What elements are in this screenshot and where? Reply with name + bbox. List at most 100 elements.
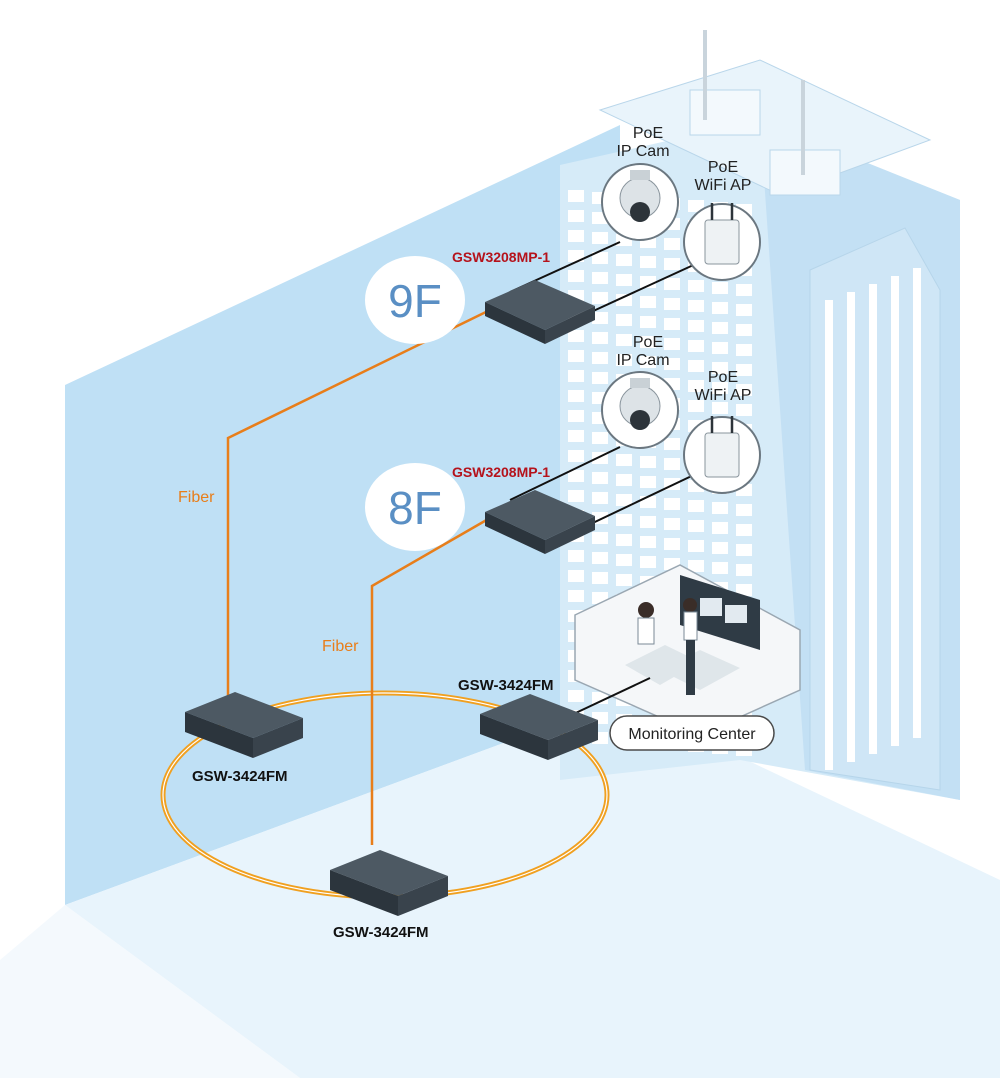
building-window xyxy=(592,312,608,324)
fiber-label-1: Fiber xyxy=(178,489,215,506)
building-window xyxy=(664,498,680,510)
switch-gsw3424fm-right xyxy=(480,694,598,760)
building-window xyxy=(712,542,728,554)
building-window xyxy=(616,494,632,506)
building-window xyxy=(736,304,752,316)
building-window xyxy=(568,390,584,402)
building-window xyxy=(688,340,704,352)
building-window xyxy=(736,344,752,356)
building-window xyxy=(568,270,584,282)
building-window xyxy=(664,538,680,550)
building-window xyxy=(568,430,584,442)
building-window xyxy=(736,404,752,416)
building-window xyxy=(592,272,608,284)
switch-8f-label: GSW3208MP-1 xyxy=(452,464,550,480)
building-window xyxy=(640,556,656,568)
building-window xyxy=(712,362,728,374)
ap-9f-label-line1: PoE xyxy=(708,159,738,176)
building-window xyxy=(616,454,632,466)
building-window xyxy=(688,320,704,332)
building-window xyxy=(640,456,656,468)
ring-switch-left-label: GSW-3424FM xyxy=(192,768,288,785)
building-window xyxy=(640,516,656,528)
cam-8f-label-line1: PoE xyxy=(633,334,663,351)
building-window xyxy=(640,316,656,328)
building-window xyxy=(664,278,680,290)
floor-badge-9f: 9F xyxy=(365,256,465,344)
building-window xyxy=(688,520,704,532)
building-window xyxy=(688,280,704,292)
building-window xyxy=(592,352,608,364)
switch-9f-label: GSW3208MP-1 xyxy=(452,249,550,265)
building-window xyxy=(640,356,656,368)
building-pillar xyxy=(869,284,877,754)
cam-9f-label-line2: IP Cam xyxy=(616,143,669,160)
building-window xyxy=(712,342,728,354)
building-window xyxy=(592,252,608,264)
building-window xyxy=(736,364,752,376)
building-window xyxy=(616,294,632,306)
building-window xyxy=(688,500,704,512)
ap-8f-label-line1: PoE xyxy=(708,369,738,386)
switch-gsw3424fm-bottom xyxy=(330,850,448,916)
building-window xyxy=(712,402,728,414)
ap-8f-label-line2: WiFi AP xyxy=(695,387,752,404)
building-window xyxy=(664,458,680,470)
building-window xyxy=(616,534,632,546)
building-pillar xyxy=(847,292,855,762)
cam-8f-label-line2: IP Cam xyxy=(616,352,669,369)
cam-9f-label-line1: PoE xyxy=(633,125,663,142)
building-window xyxy=(664,358,680,370)
building-window xyxy=(688,300,704,312)
wifi-ap-8f xyxy=(683,416,761,494)
building-window xyxy=(568,590,584,602)
building-window xyxy=(664,258,680,270)
wifi-ap-9f xyxy=(683,203,761,281)
building-window xyxy=(592,232,608,244)
ring-switch-bottom-label: GSW-3424FM xyxy=(333,924,429,941)
building-window xyxy=(568,690,584,702)
building-window xyxy=(568,450,584,462)
building-window xyxy=(736,324,752,336)
building-window xyxy=(592,532,608,544)
floor-badge-8f: 8F xyxy=(365,463,465,551)
building-pillar xyxy=(891,276,899,746)
building-window xyxy=(736,504,752,516)
building-window xyxy=(664,318,680,330)
building-window xyxy=(712,562,728,574)
building-window xyxy=(688,400,704,412)
building-window xyxy=(688,380,704,392)
monitoring-center-label: Monitoring Center xyxy=(628,726,756,743)
monitoring-room xyxy=(574,564,801,736)
building-window xyxy=(736,564,752,576)
building-window xyxy=(616,574,632,586)
building-window xyxy=(592,572,608,584)
building-window xyxy=(736,284,752,296)
building-window xyxy=(616,514,632,526)
building-window xyxy=(688,540,704,552)
fiber-links xyxy=(226,308,491,845)
building-window xyxy=(568,550,584,562)
building-window xyxy=(712,322,728,334)
building-window xyxy=(568,490,584,502)
building-window xyxy=(568,210,584,222)
building-window xyxy=(616,254,632,266)
building-window xyxy=(664,298,680,310)
building-window xyxy=(640,256,656,268)
ethernet-links xyxy=(509,241,701,719)
building-window xyxy=(568,410,584,422)
building-window xyxy=(568,470,584,482)
building-window xyxy=(568,350,584,362)
building-window xyxy=(688,360,704,372)
building-window xyxy=(736,524,752,536)
building-window xyxy=(640,536,656,548)
building-window xyxy=(592,472,608,484)
building-window xyxy=(736,584,752,596)
switch-gsw3208mp-9f xyxy=(485,280,595,344)
building-window xyxy=(712,502,728,514)
svg-text:8F: 8F xyxy=(388,482,442,534)
building-window xyxy=(568,230,584,242)
building-pillar xyxy=(913,268,921,738)
building-window xyxy=(664,338,680,350)
